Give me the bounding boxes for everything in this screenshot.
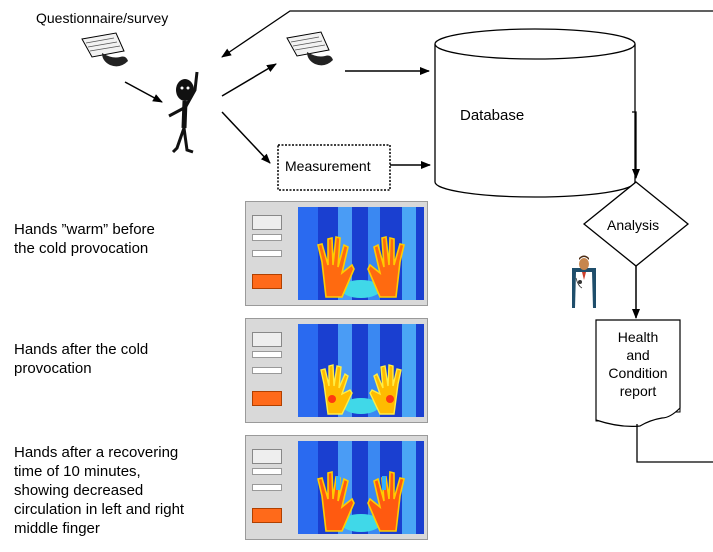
caption-after: Hands after the cold provocation <box>14 340 148 378</box>
panel-field <box>252 468 282 475</box>
caption-recover-line-2: time of 10 minutes, <box>14 463 141 480</box>
report-line-3: Condition <box>608 365 668 381</box>
thermal-image-warm <box>245 201 428 306</box>
caption-warm-line-2: the cold provocation <box>14 240 149 257</box>
doctor-figure-icon <box>572 255 596 308</box>
panel-orange-button <box>252 391 282 406</box>
panel-field <box>252 484 282 491</box>
filled-form-paper-icon <box>286 31 333 66</box>
arrow-survey-to-person <box>124 81 163 103</box>
thermal-image-recovered <box>245 435 428 540</box>
questionnaire-paper-icon <box>81 32 128 67</box>
caption-after-line-2: provocation <box>14 360 92 377</box>
panel-button <box>252 215 282 230</box>
panel-field <box>252 234 282 241</box>
panel-field <box>252 367 282 374</box>
analysis-label: Analysis <box>607 217 660 233</box>
caption-warm: Hands ”warm” before the cold provocation <box>14 220 155 258</box>
panel-field <box>252 250 282 257</box>
feedback-line <box>221 10 713 58</box>
caption-recover-line-4: circulation in left and right <box>14 501 185 518</box>
thermal-image-after-cold <box>245 318 428 423</box>
database-cylinder <box>434 28 636 198</box>
arrow-person-to-measurement <box>221 111 271 164</box>
caption-after-line-1: Hands after the cold <box>14 341 149 358</box>
report-output-line <box>636 424 713 463</box>
person-figure-icon <box>168 71 199 154</box>
caption-warm-line-1: Hands ”warm” before <box>14 221 155 238</box>
caption-recover: Hands after a recovering time of 10 minu… <box>14 443 184 538</box>
caption-recover-line-3: showing decreased <box>14 482 144 499</box>
caption-recover-line-1: Hands after a recovering <box>14 444 179 461</box>
arrow-database-to-analysis <box>632 111 640 179</box>
panel-button <box>252 332 282 347</box>
thermal-hands-image <box>298 441 424 534</box>
arrow-person-to-form <box>221 63 277 97</box>
thermal-hands-image <box>298 207 424 300</box>
caption-recover-line-5: middle finger <box>14 520 100 537</box>
measurement-label: Measurement <box>285 158 371 174</box>
panel-orange-button <box>252 508 282 523</box>
report-line-1: Health <box>617 329 659 345</box>
report-document <box>595 319 681 427</box>
panel-orange-button <box>252 274 282 289</box>
thermal-hands-image <box>298 324 424 417</box>
report-label: Health and Condition report <box>598 328 678 400</box>
report-line-4: report <box>619 383 657 399</box>
panel-field <box>252 351 282 358</box>
database-label: Database <box>460 107 525 124</box>
panel-button <box>252 449 282 464</box>
measurement-box <box>277 144 391 191</box>
report-line-2: and <box>626 347 650 363</box>
questionnaire-label: Questionnaire/survey <box>36 10 169 26</box>
